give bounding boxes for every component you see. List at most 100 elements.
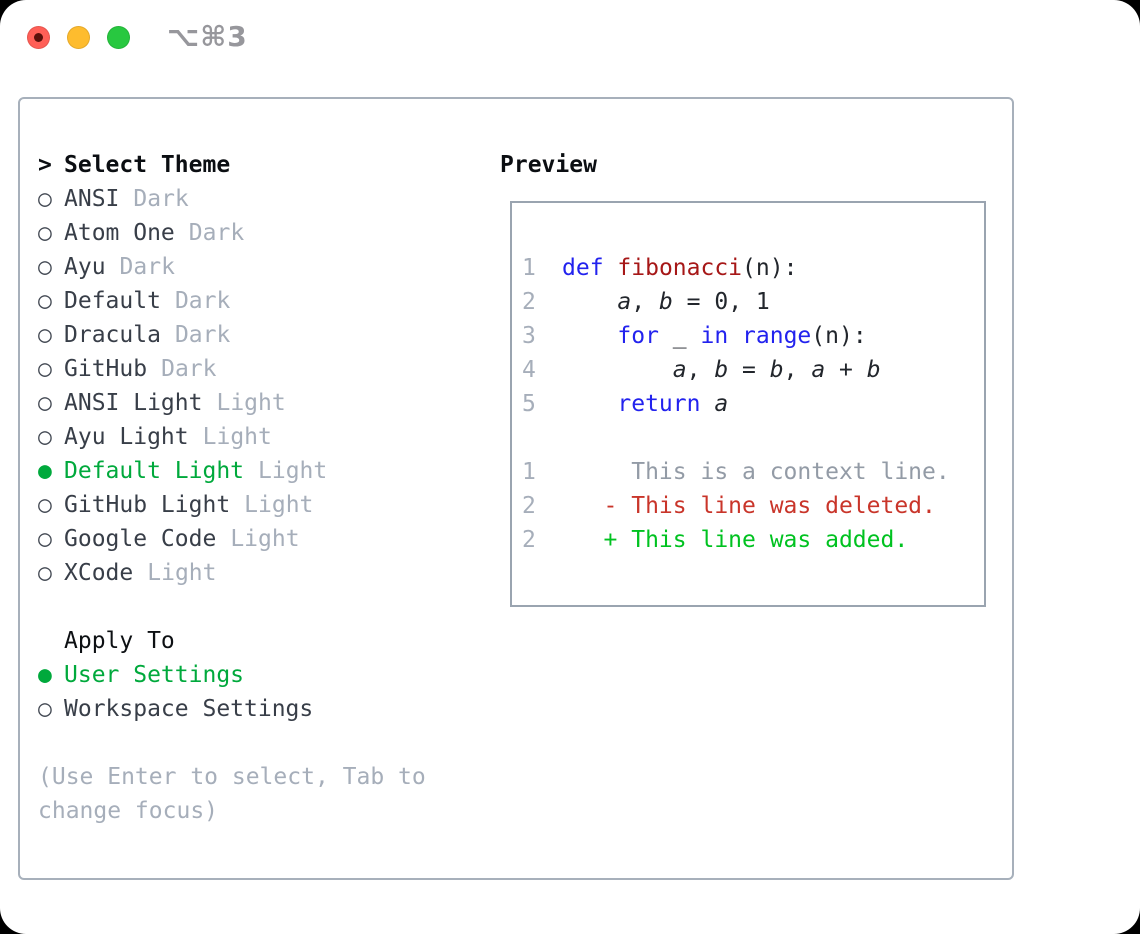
code-segment-fn: fibonacci: [617, 255, 743, 281]
preview-line: 2 - This line was deleted.: [522, 489, 984, 523]
option-label: User Settings: [64, 662, 245, 688]
code-segment-var: b: [714, 357, 729, 383]
variant-tag: Light: [244, 492, 314, 518]
theme-option-default[interactable]: ○ Default Dark: [38, 284, 500, 318]
close-dot-icon: [34, 33, 43, 42]
apply-options-list: ●User Settings ○ Workspace Settings: [38, 658, 500, 726]
preview-line: 3 for _ in range(n):: [522, 319, 984, 353]
preview-line: [522, 421, 984, 455]
code-segment-plain: (n):: [811, 323, 867, 349]
variant-tag: Light: [147, 560, 217, 586]
minimize-button[interactable]: [67, 26, 90, 49]
code-segment-plain: (n):: [742, 255, 798, 281]
code-segment-kw: def: [562, 255, 604, 281]
radio-unselected-icon: ○: [38, 492, 52, 518]
code-segment-plain: [604, 251, 618, 285]
code-segment-kw: range: [742, 323, 812, 349]
code-segment-plain: [562, 387, 617, 421]
line-number: 2: [522, 527, 536, 553]
line-number: 1: [522, 459, 536, 485]
option-label: Atom One: [64, 220, 175, 246]
apply-to-indent: [38, 624, 64, 658]
option-label: Workspace Settings: [64, 696, 314, 722]
spacer: [38, 590, 500, 624]
code-segment-var: a: [672, 357, 687, 383]
option-label: Dracula: [64, 322, 161, 348]
code-segment-plain: [562, 285, 617, 319]
apply-option-user-settings[interactable]: ●User Settings: [38, 658, 500, 692]
code-segment-plain: +: [825, 357, 867, 383]
preview-line: 5 return a: [522, 387, 984, 421]
line-number: 2: [522, 289, 536, 315]
apply-option-workspace-settings[interactable]: ○ Workspace Settings: [38, 692, 500, 726]
radio-unselected-icon: ○: [38, 220, 52, 246]
theme-option-xcode[interactable]: ○ XCode Light: [38, 556, 500, 590]
apply-to-title: Apply To: [64, 628, 175, 654]
option-label: Default: [64, 288, 161, 314]
line-number: 1: [522, 255, 536, 281]
code-segment-var: b: [658, 289, 673, 315]
code-segment-var: a: [714, 391, 729, 417]
radio-selected-icon: ●: [38, 458, 52, 484]
radio-unselected-icon: ○: [38, 186, 52, 212]
help-text: (Use Enter to select, Tab to change focu…: [38, 764, 426, 824]
code-segment-plain: = 0, 1: [672, 289, 770, 315]
traffic-lights: [27, 26, 130, 49]
radio-unselected-icon: ○: [38, 390, 52, 416]
variant-tag: Light: [216, 390, 286, 416]
code-segment-del: - This line was deleted.: [562, 493, 936, 519]
preview-title: Preview: [500, 152, 597, 178]
code-segment-kw: for: [617, 323, 659, 349]
zoom-button[interactable]: [107, 26, 130, 49]
variant-tag: Dark: [174, 322, 231, 348]
variant-tag: Light: [230, 526, 300, 552]
preview-line: 2 a, b = 0, 1: [522, 285, 984, 319]
radio-unselected-icon: ○: [38, 560, 52, 586]
code-segment-plain: ,: [783, 357, 812, 383]
preview-line: 4 a, b = b, a + b: [522, 353, 984, 387]
radio-unselected-icon: ○: [38, 288, 52, 314]
code-segment-plain: ,: [631, 289, 659, 315]
code-segment-plain: [562, 319, 617, 353]
code-segment-var: a: [617, 289, 632, 315]
close-button[interactable]: [27, 26, 50, 49]
theme-option-github-light[interactable]: ○ GitHub Light Light: [38, 488, 500, 522]
radio-unselected-icon: ○: [38, 526, 52, 552]
variant-tag: Light: [202, 424, 272, 450]
radio-unselected-icon: ○: [38, 424, 52, 450]
code-segment-ctx: This is a context line.: [562, 459, 950, 485]
variant-tag: Light: [258, 458, 328, 484]
option-label: GitHub Light: [64, 492, 231, 518]
radio-unselected-icon: ○: [38, 696, 52, 722]
option-label: Google Code: [64, 526, 217, 552]
titlebar: ⌥⌘3: [0, 0, 1140, 74]
preview-line: 2 + This line was added.: [522, 523, 984, 557]
code-segment-add: + This line was added.: [562, 527, 909, 553]
variant-tag: Dark: [174, 288, 231, 314]
variant-tag: Dark: [161, 356, 217, 382]
theme-option-google-code[interactable]: ○ Google Code Light: [38, 522, 500, 556]
radio-unselected-icon: ○: [38, 356, 52, 382]
option-label: XCode: [64, 560, 134, 586]
code-segment-kw: in: [700, 323, 729, 349]
code-segment-plain: [700, 387, 714, 421]
line-number: 4: [522, 357, 536, 383]
code-segment-plain: ,: [686, 357, 715, 383]
line-number: 2: [522, 493, 536, 519]
theme-option-atom-one[interactable]: ○ Atom One Dark: [38, 216, 500, 250]
line-number: 5: [522, 391, 536, 417]
variant-tag: Dark: [119, 254, 175, 280]
option-label: ANSI: [64, 186, 120, 212]
variant-tag: Dark: [188, 220, 245, 246]
